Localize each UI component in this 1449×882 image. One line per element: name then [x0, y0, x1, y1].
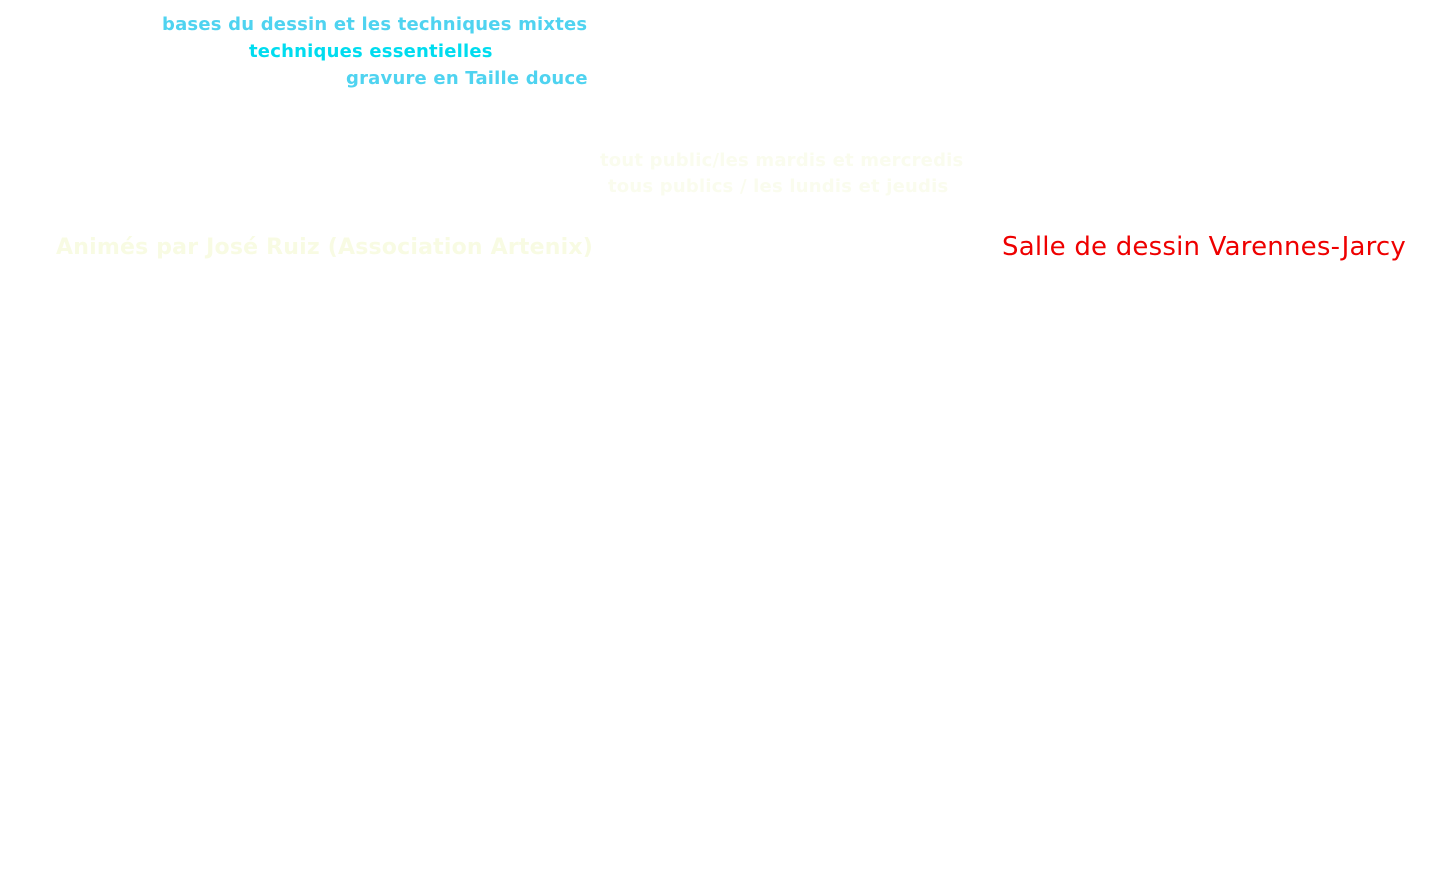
course-line-intaglio-engraving: gravure en Taille douce: [346, 68, 588, 89]
venue-title: Salle de dessin Varennes-Jarcy: [1002, 232, 1407, 262]
course-line-essential-techniques: techniques essentielles: [249, 41, 493, 62]
faint-schedule-line-1: tout public/les mardis et mercredis: [600, 150, 964, 171]
faint-animator-line: Animés par José Ruiz (Association Arteni…: [56, 235, 593, 260]
course-line-drawing-basics: bases du dessin et les techniques mixtes: [162, 14, 588, 35]
faint-schedule-line-2: tous publics / les lundis et jeudis: [608, 176, 949, 197]
